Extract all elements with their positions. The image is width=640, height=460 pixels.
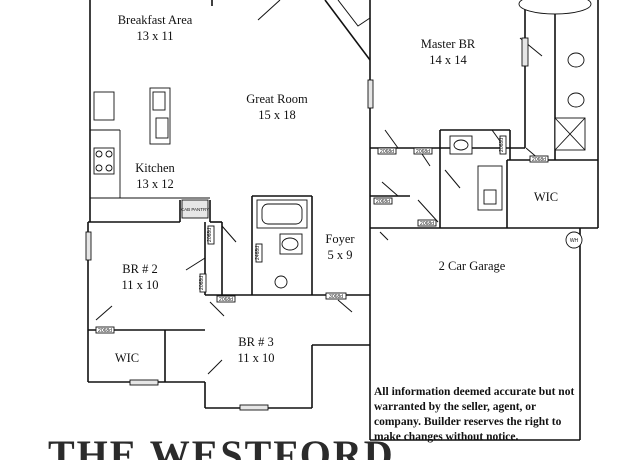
door-swings: [95, 0, 543, 375]
disclaimer: All information deemed accurate but not …: [374, 386, 574, 443]
wic-right-name: WIC: [534, 190, 558, 204]
kitchen-size: 13 x 12: [136, 177, 174, 191]
kitchen-name: Kitchen: [135, 161, 175, 175]
foyer-name: Foyer: [325, 232, 355, 246]
disclaimer-line: company. Builder reserves the right to: [374, 416, 562, 428]
room-labels: Breakfast Area 13 x 11 Great Room 15 x 1…: [115, 13, 558, 365]
breakfast-area-size: 13 x 11: [136, 29, 173, 43]
door-tag: 2468d: [255, 246, 261, 260]
wic-left-name: WIC: [115, 351, 139, 365]
door-tag: 3068d: [329, 294, 343, 300]
door-tag: 2068d: [219, 297, 233, 303]
kitchen-fixtures: [93, 87, 209, 219]
door-tag: 2068d: [98, 328, 112, 334]
foyer-size: 5 x 9: [328, 248, 353, 262]
door-tag: 2068d: [207, 228, 213, 242]
door-tag: 2068d: [199, 276, 205, 290]
interior-walls: [88, 0, 598, 382]
great-room-size: 15 x 18: [258, 108, 296, 122]
plan-title: THE WESTFORD: [48, 432, 395, 460]
door-tag: 2068d: [420, 221, 434, 227]
master-br-size: 14 x 14: [429, 53, 467, 67]
master-br-name: Master BR: [421, 37, 476, 51]
br2-name: BR # 2: [122, 262, 157, 276]
bath2-fixtures: [256, 199, 308, 289]
br3-name: BR # 3: [238, 335, 273, 349]
water-heater: WH: [565, 231, 583, 249]
door-tag: 2068d: [499, 138, 505, 152]
br3-size: 11 x 10: [237, 351, 274, 365]
door-tags: 2068d 2068d 2068d 2068d 2068d 2068d 2068…: [95, 135, 549, 334]
door-tag: 2068d: [380, 149, 394, 155]
garage-name: 2 Car Garage: [439, 259, 506, 273]
water-heater-label: WH: [570, 238, 579, 244]
disclaimer-line: make changes without notice.: [374, 431, 519, 443]
br2-size: 11 x 10: [121, 278, 158, 292]
door-tag: 2068d: [532, 157, 546, 163]
door-tag: 2068d: [416, 149, 430, 155]
master-bath-fixtures: [449, 0, 592, 211]
great-room-name: Great Room: [246, 92, 308, 106]
disclaimer-line: warranted by the seller, agent, or: [374, 401, 536, 413]
windows: [85, 37, 529, 411]
door-tag: 2068d: [376, 199, 390, 205]
breakfast-area-name: Breakfast Area: [118, 13, 193, 27]
cab-pantry-label: CAB PANTRY: [181, 207, 209, 212]
disclaimer-line: All information deemed accurate but not: [374, 386, 574, 398]
